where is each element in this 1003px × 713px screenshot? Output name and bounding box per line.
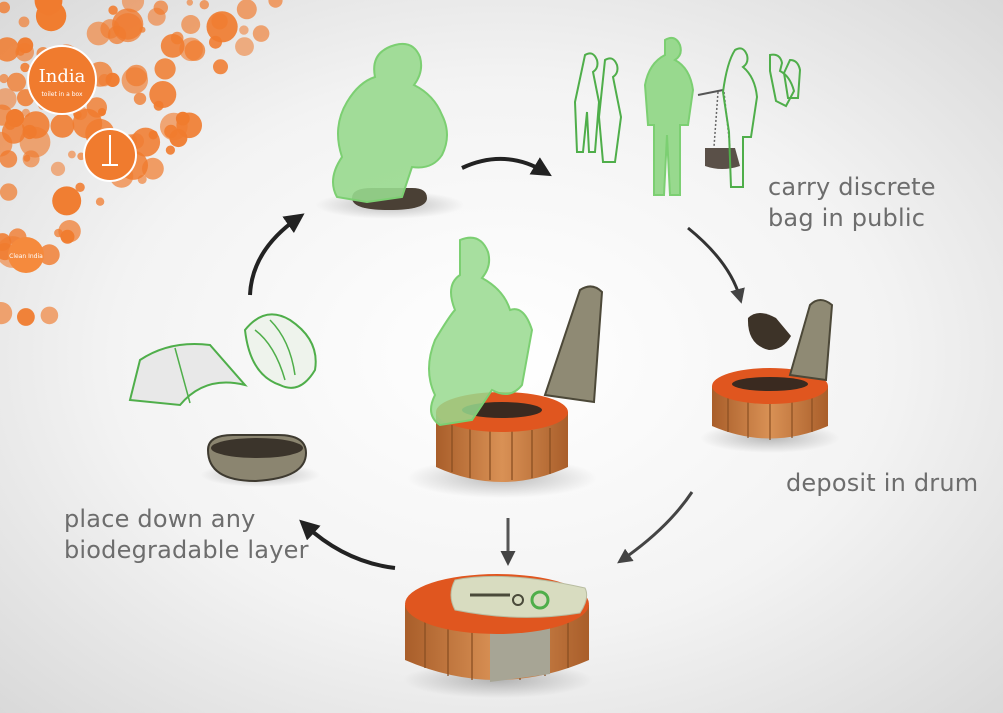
logo-dot [187,0,193,6]
logo-dot [268,0,282,8]
logo-dot [0,150,17,168]
place-line-1: place down any [64,504,309,535]
logo-dot [237,0,257,19]
carry-line-2: bag in public [768,203,936,234]
logo-dot [24,155,31,162]
step-carry-label: carry discrete bag in public [768,172,936,234]
logo-dot [0,2,10,14]
logo-dot [176,112,190,126]
logo-dot [0,302,12,324]
logo-dot [87,22,111,46]
logo-dot [23,125,37,139]
india-logo-dots [0,0,283,326]
logo-dot [41,307,59,325]
logo-dot [181,15,200,34]
arrow-place-to-squat [250,218,298,295]
logo-dot [52,186,81,215]
logo-dot [148,8,166,26]
closed-drum [403,574,593,698]
logo-dot [98,74,110,86]
arrow-deposit-to-drum [622,492,692,560]
logo-dot [140,27,146,33]
logo-dot [207,11,238,42]
arrow-carry-to-deposit [688,228,740,298]
logo-dot [96,198,104,206]
newspaper-and-leaves [130,314,316,405]
logo-dot [58,220,80,242]
squatting-figure-top [315,44,465,219]
logo-dot [17,308,35,326]
arrow-squat-to-carry [462,159,545,172]
logo-dot [108,6,117,15]
logo-dot [16,48,24,56]
logo-dot [149,81,176,108]
deposit-drum [700,300,840,453]
step-deposit-label: deposit in drum [786,468,978,499]
logo-dot [166,146,175,155]
biodegradable-tray [200,435,320,487]
logo-dot [51,162,65,176]
deposit-line-1: deposit in drum [786,468,978,499]
logo-dot [134,93,146,105]
logo-dot [68,151,76,159]
step-place-label: place down any biodegradable layer [64,504,309,566]
place-line-2: biodegradable layer [64,535,309,566]
logo-dot [19,17,30,28]
arrow-to-place [305,525,395,568]
logo-dot [0,88,17,110]
center-drum-with-figure [407,238,602,498]
logo-side-text: Clean India [9,253,43,260]
logo-dot [235,37,254,56]
carry-line-1: carry discrete [768,172,936,203]
logo-dot [253,25,270,42]
logo-dot [155,58,176,79]
logo-dot [200,0,209,9]
logo-dot [171,32,184,45]
logo-dot [7,73,26,92]
logo-subtitle: toilet in a box [41,91,83,98]
logo-dot [122,67,148,93]
logo-dot [75,183,84,192]
logo-dot [22,109,30,117]
logo-dot [51,114,75,138]
logo-dot [213,59,228,74]
logo-title: India [39,66,86,87]
logo-dot [0,183,17,200]
logo-dot [5,119,16,130]
public-crowd-figures [575,38,800,195]
logo-dot [239,25,248,34]
logo-dot [169,129,187,147]
